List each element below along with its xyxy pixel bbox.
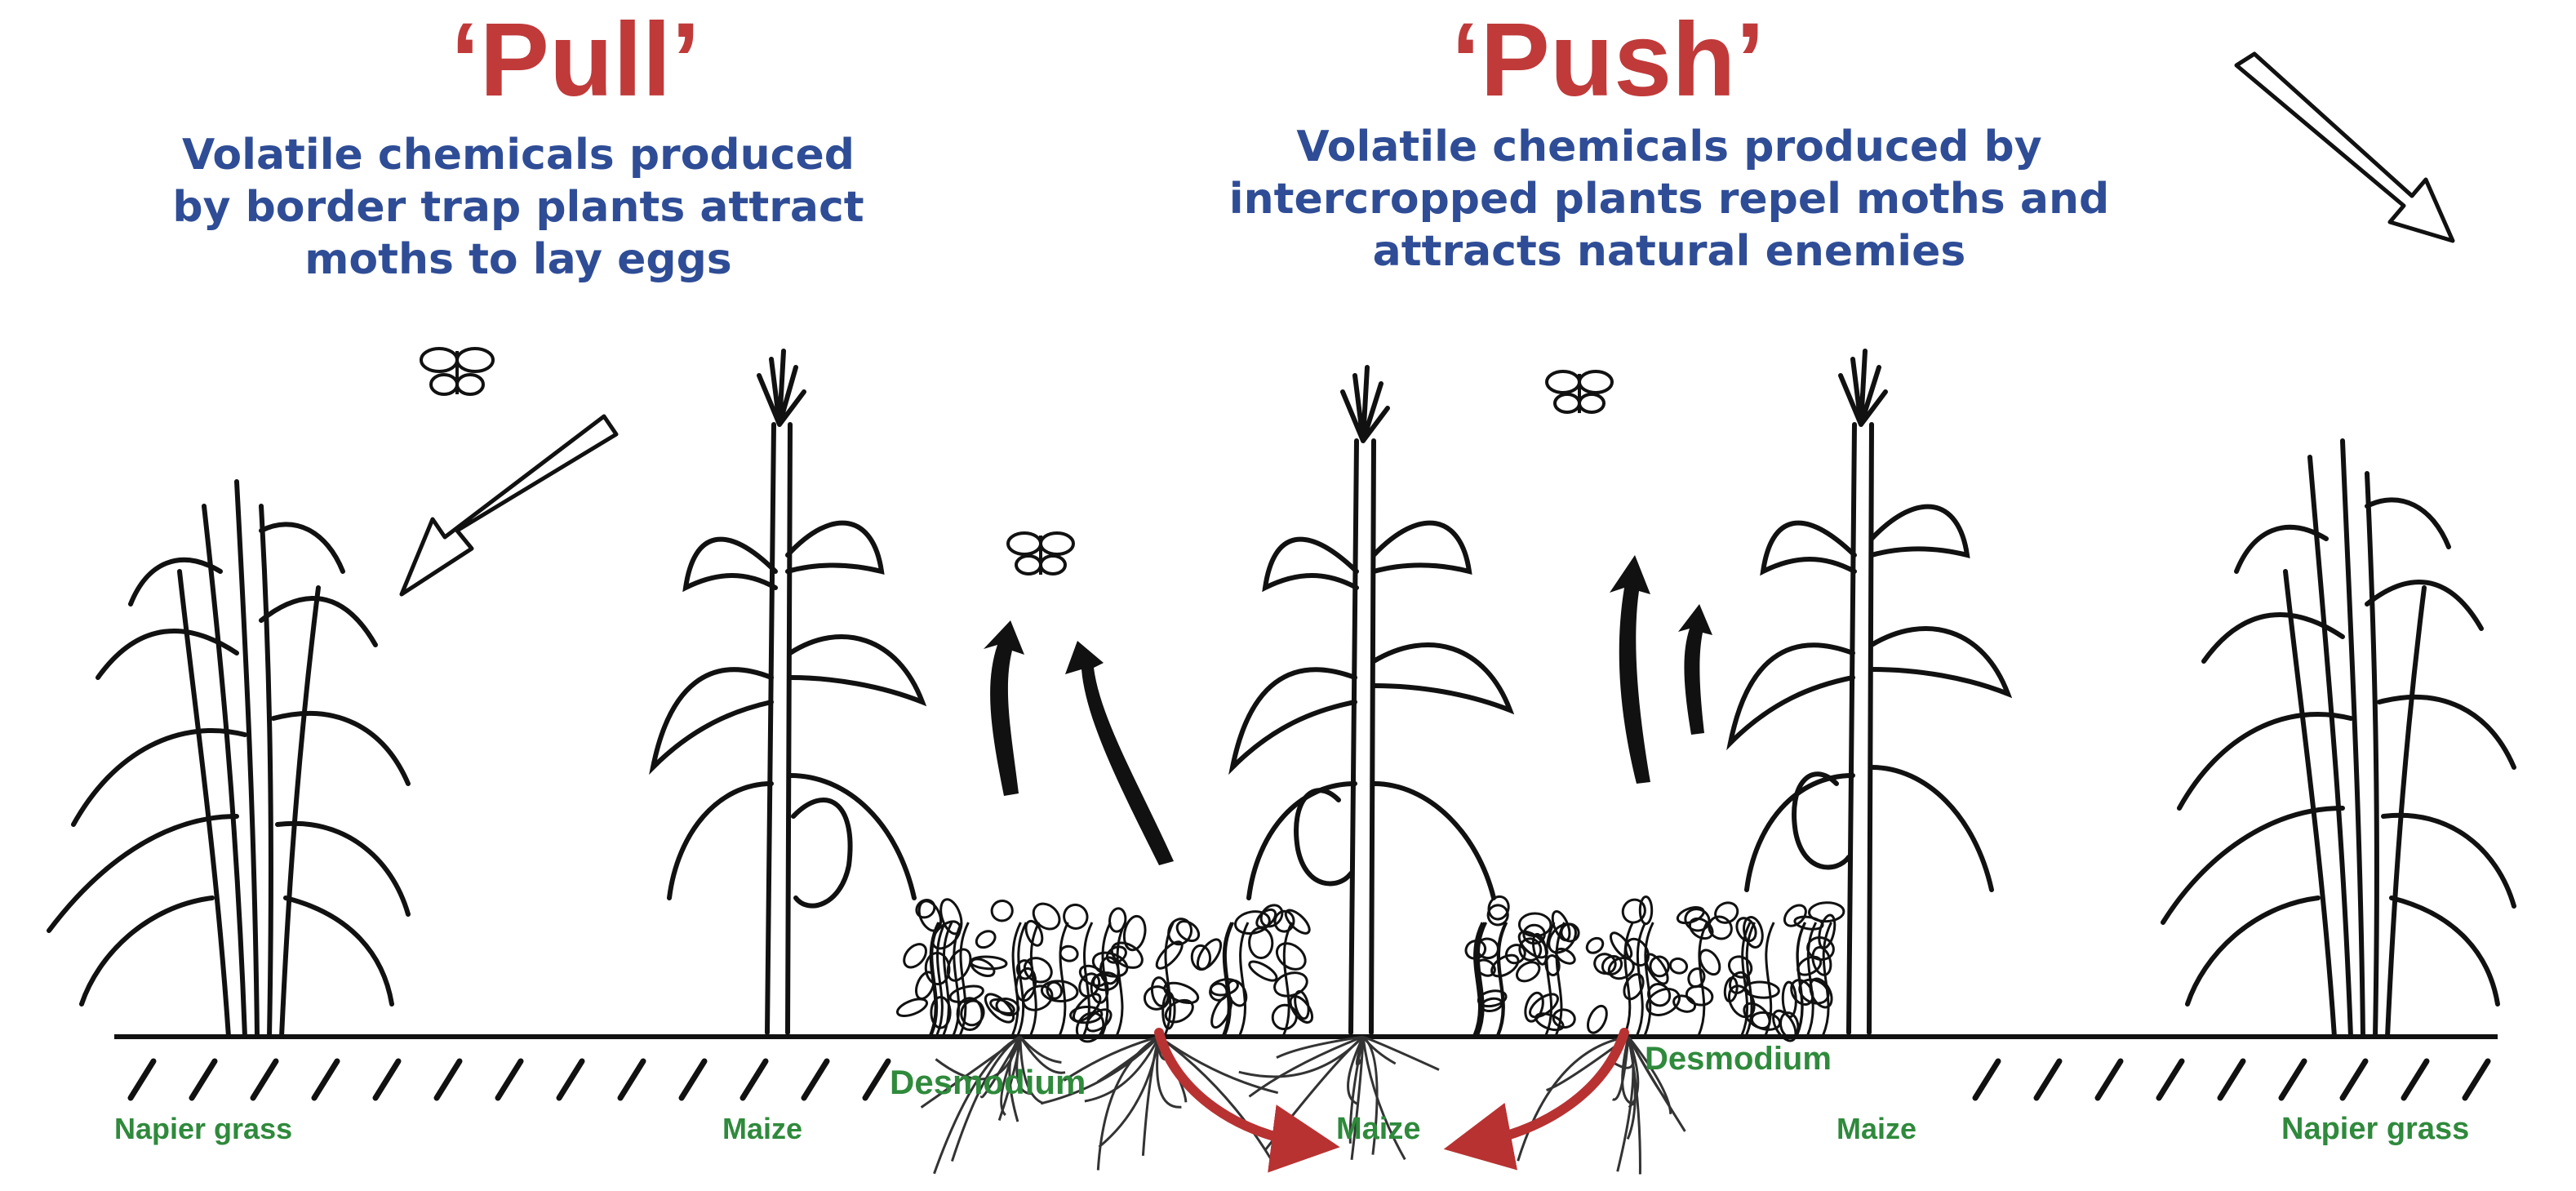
pull-caption-line: moths to lay eggs	[304, 235, 732, 284]
napier-grass-left	[47, 479, 411, 1039]
pull-caption-line: Volatile chemicals produced	[182, 131, 855, 180]
label-napier-right: Napier grass	[2281, 1112, 2470, 1146]
ground	[114, 1034, 2498, 1101]
label-maize-right: Maize	[1837, 1112, 1917, 1145]
pull-title: ‘Pull’	[451, 2, 700, 118]
desmodium-right	[1464, 895, 1845, 1042]
label-desmodium-left: Desmodium	[890, 1063, 1086, 1101]
pull-arrow-icon	[399, 414, 619, 597]
push-caption-line: attracts natural enemies	[1372, 227, 1966, 276]
moth-icon	[1545, 370, 1614, 414]
volatile-arrow-icon	[984, 555, 1712, 865]
push-title: ‘Push’	[1450, 2, 1765, 118]
napier-grass-right	[2161, 438, 2516, 1039]
push-caption-line: intercropped plants repel moths and	[1228, 175, 2110, 224]
maize-right	[1726, 349, 2013, 1035]
maize-left	[649, 349, 927, 1035]
label-maize-left: Maize	[722, 1112, 803, 1145]
push-caption-line: Volatile chemicals produced by	[1296, 122, 2042, 171]
label-maize-center: Maize	[1336, 1112, 1421, 1146]
push-caption: Volatile chemicals produced by intercrop…	[1167, 121, 2171, 278]
root-arrow-icon	[1154, 1028, 1629, 1173]
pull-caption: Volatile chemicals produced by border tr…	[90, 129, 947, 286]
pull-arrow-icon	[2234, 51, 2455, 243]
label-napier-left: Napier grass	[114, 1112, 293, 1145]
pull-caption-line: by border trap plants attract	[172, 183, 864, 232]
desmodium-left	[895, 898, 1314, 1043]
moth-icon	[1006, 531, 1075, 576]
maize-center	[1228, 365, 1515, 1035]
moth-icon	[420, 347, 495, 396]
label-desmodium-right: Desmodium	[1645, 1041, 1832, 1077]
